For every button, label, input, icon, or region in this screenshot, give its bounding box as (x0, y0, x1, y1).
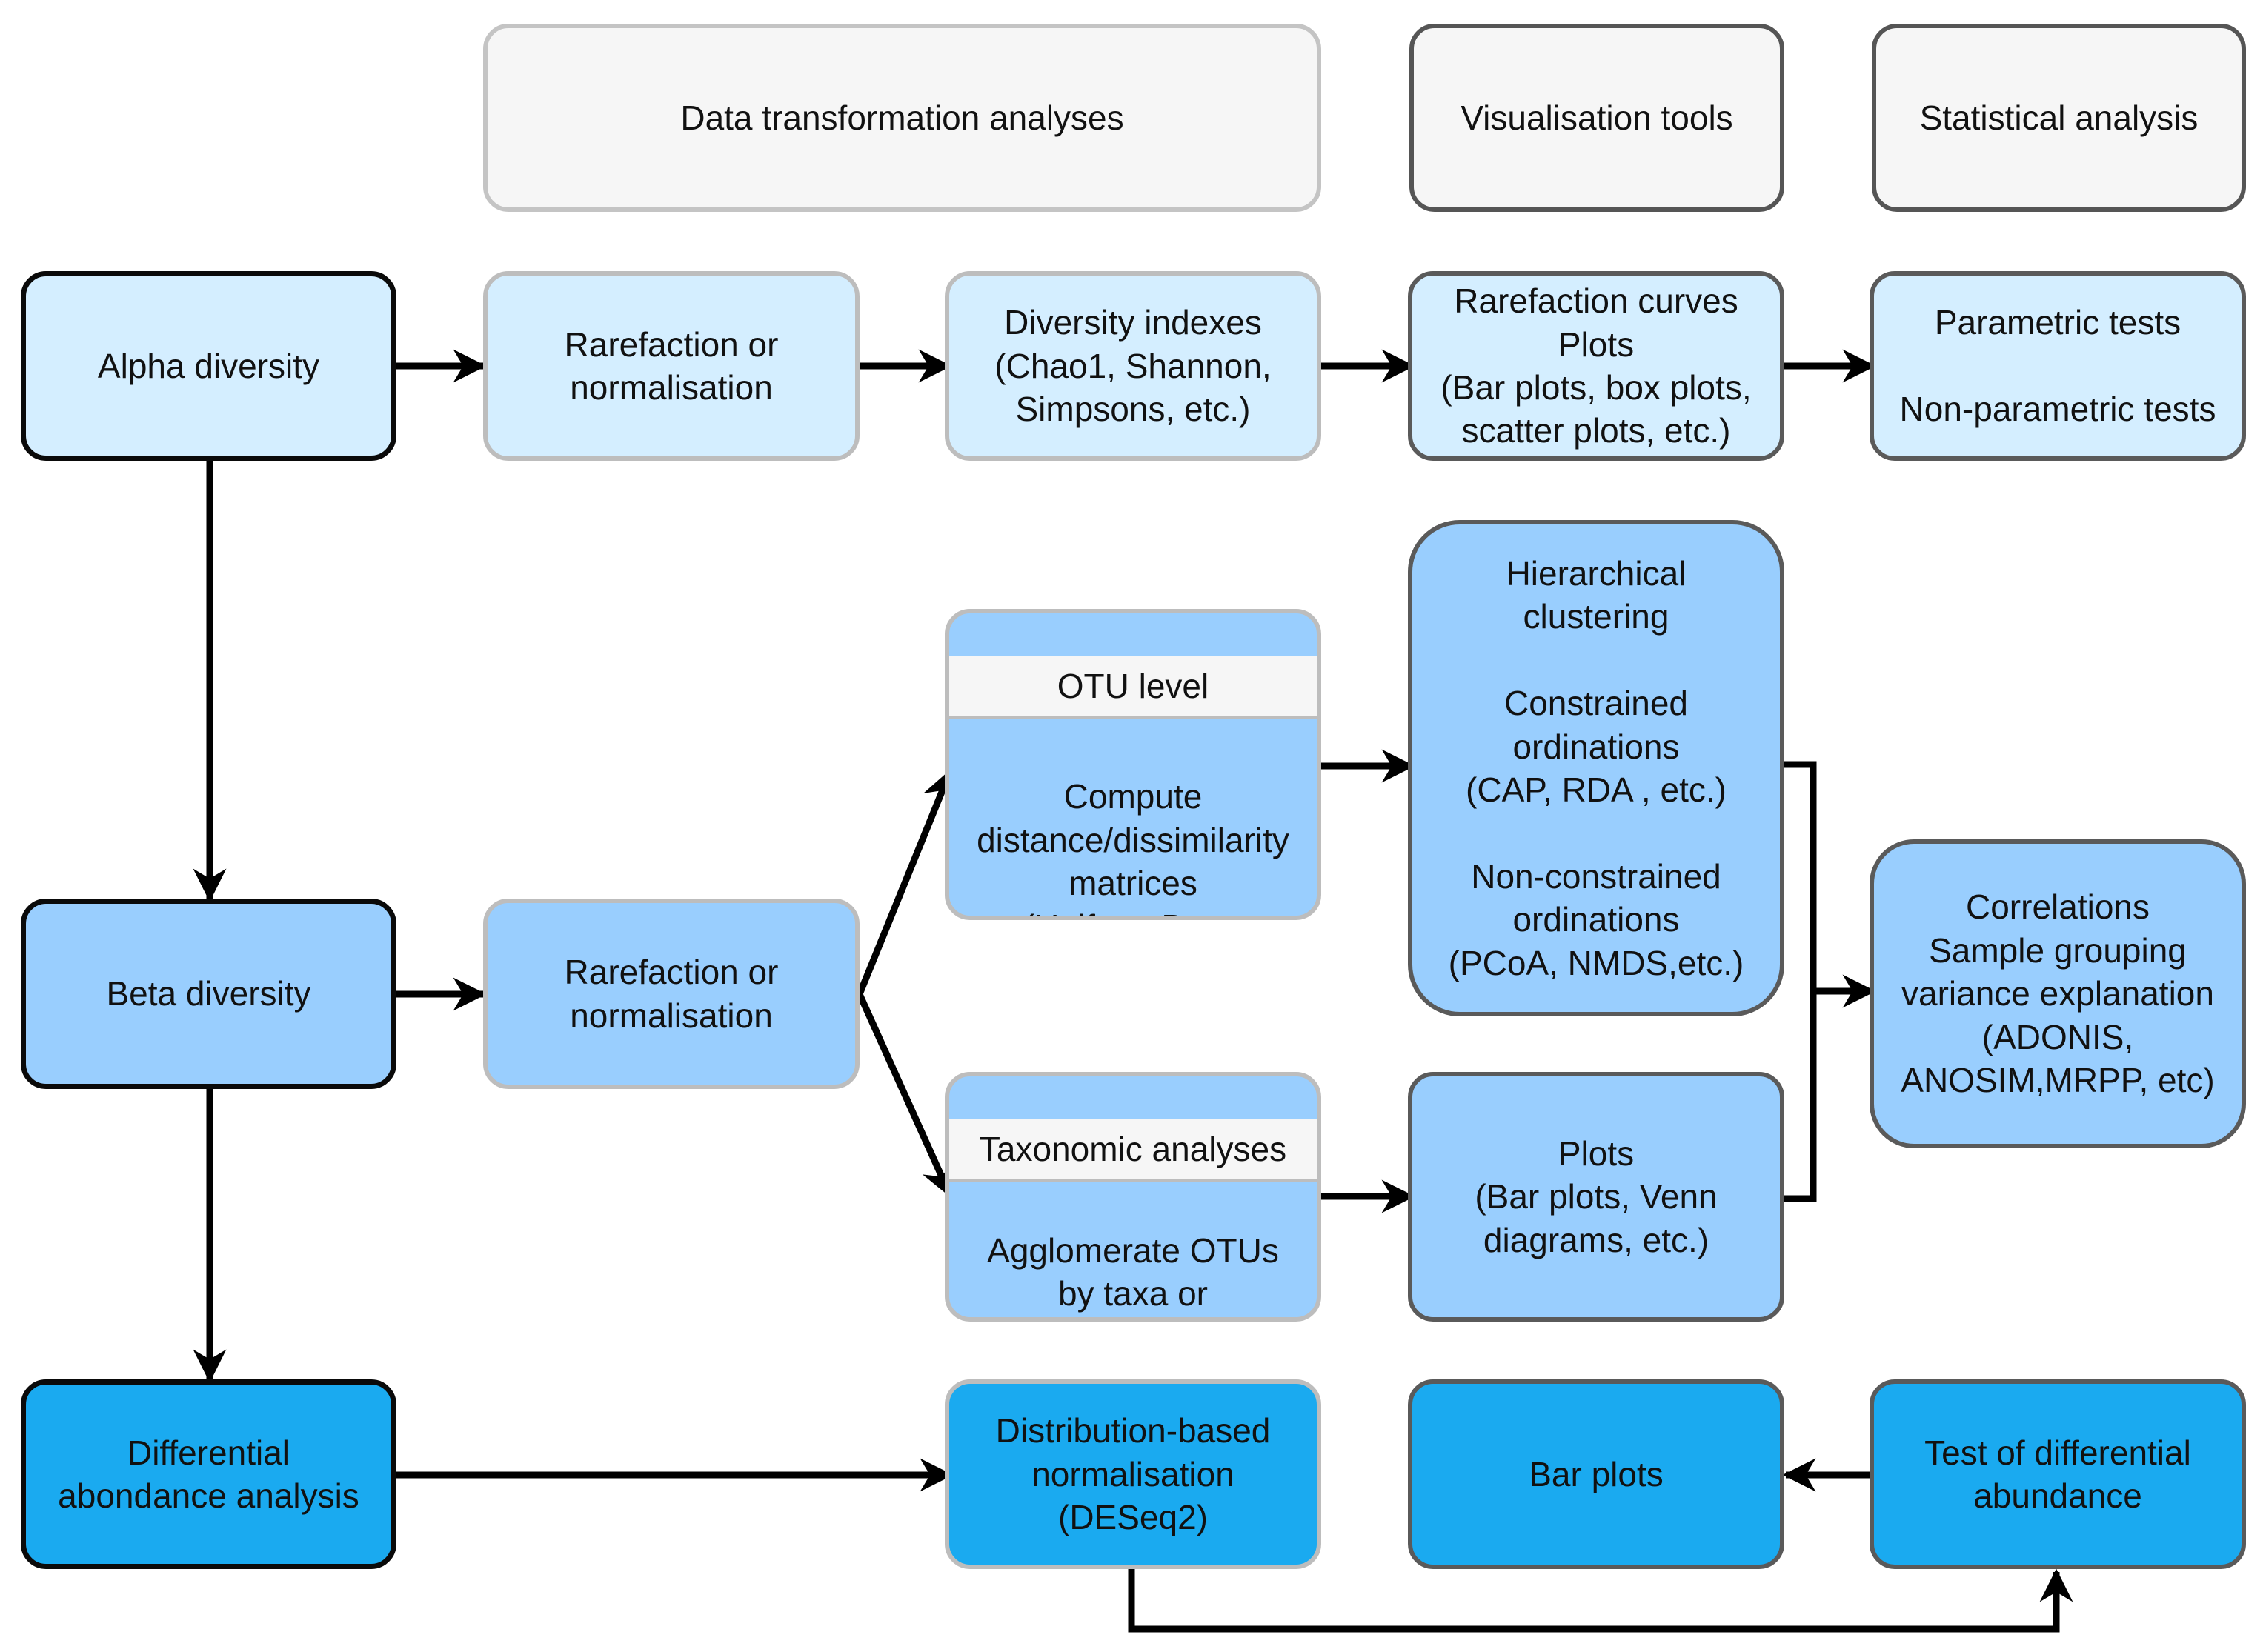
otu-level-caption: OTU level (949, 656, 1317, 720)
connector-clustering-to-correlations (1784, 761, 1817, 991)
diversity-indexes-box: Diversity indexes (Chao1, Shannon, Simps… (945, 271, 1321, 461)
header-data-transformation: Data transformation analyses (483, 24, 1321, 212)
otu-level-body: Compute distance/dissimilarity matrices … (977, 777, 1289, 916)
clustering-ordinations-box: Hierarchical clustering Constrained ordi… (1408, 520, 1784, 1016)
beta-diversity-box: Beta diversity (21, 899, 396, 1089)
rarefaction-curves-box: Rarefaction curves Plots (Bar plots, box… (1408, 271, 1784, 461)
test-differential-abundance-box: Test of differential abundance (1870, 1379, 2246, 1569)
alpha-rarefaction-box: Rarefaction or normalisation (483, 271, 860, 461)
correlations-box: Correlations Sample grouping variance ex… (1870, 839, 2246, 1148)
plots-box: Plots (Bar plots, Venn diagrams, etc.) (1408, 1072, 1784, 1322)
header-statistical-analysis: Statistical analysis (1872, 24, 2246, 212)
otu-level-box: OTU level Compute distance/dissimilarity… (945, 609, 1321, 920)
arrow-rarefaction-to-otu (856, 768, 954, 996)
parametric-tests-box: Parametric tests Non-parametric tests (1870, 271, 2246, 461)
taxonomic-analyses-body: Agglomerate OTUs by taxa or Use non-clus… (987, 1231, 1279, 1313)
arrow-deseq-to-test (1128, 1568, 2073, 1633)
header-visualisation-tools: Visualisation tools (1409, 24, 1784, 212)
alpha-diversity-box: Alpha diversity (21, 271, 396, 461)
connector-plots-to-correlations (1784, 991, 1817, 1202)
differential-abondance-box: Differential abondance analysis (21, 1379, 396, 1569)
arrow-rarefaction-to-taxonomic (856, 993, 954, 1199)
beta-rarefaction-box: Rarefaction or normalisation (483, 899, 860, 1089)
distribution-normalisation-box: Distribution-based normalisation (DESeq2… (945, 1379, 1321, 1569)
bar-plots-box: Bar plots (1408, 1379, 1784, 1569)
taxonomic-analyses-caption: Taxonomic analyses (949, 1119, 1317, 1183)
taxonomic-analyses-box: Taxonomic analyses Agglomerate OTUs by t… (945, 1072, 1321, 1322)
